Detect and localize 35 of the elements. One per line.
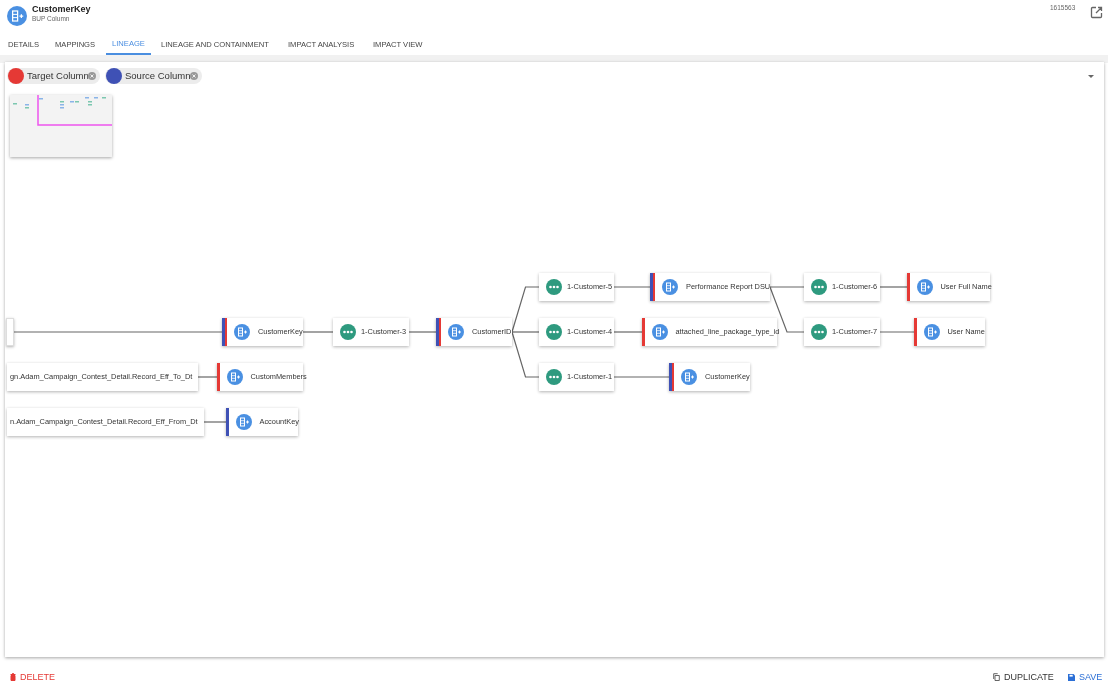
connector-line xyxy=(613,376,670,378)
node-box xyxy=(6,318,14,346)
connector-line xyxy=(613,331,643,333)
connector-line xyxy=(879,331,915,333)
column-node xyxy=(222,318,303,346)
process-node xyxy=(804,273,880,301)
connector-line xyxy=(13,331,223,333)
column-node xyxy=(7,363,199,391)
process-node xyxy=(333,318,409,346)
connector-line xyxy=(408,331,437,333)
legend-label: Target Column xyxy=(27,70,89,81)
column-node xyxy=(226,408,298,436)
title-text: CustomerKey xyxy=(32,4,91,14)
connector-line xyxy=(511,331,540,333)
column-node xyxy=(642,318,777,346)
column-node xyxy=(436,318,512,346)
column-node xyxy=(907,273,990,301)
legend-label: Source Column xyxy=(125,70,191,81)
column-node xyxy=(650,273,770,301)
connector-line xyxy=(613,286,651,288)
connector-line xyxy=(879,286,908,288)
connector-line xyxy=(769,286,805,288)
duplicate-button: DUPLICATE xyxy=(993,670,1054,684)
process-node xyxy=(539,273,614,301)
delete-button: DELETE xyxy=(10,670,55,684)
save-button: SAVE xyxy=(1068,670,1103,684)
column-node xyxy=(669,363,750,391)
column-node xyxy=(914,318,985,346)
process-node xyxy=(804,318,880,346)
process-node xyxy=(539,363,614,391)
connector-line xyxy=(302,331,334,333)
connector-line xyxy=(203,421,227,423)
process-node xyxy=(539,318,614,346)
column-node xyxy=(7,408,204,436)
connector-line xyxy=(197,376,218,378)
